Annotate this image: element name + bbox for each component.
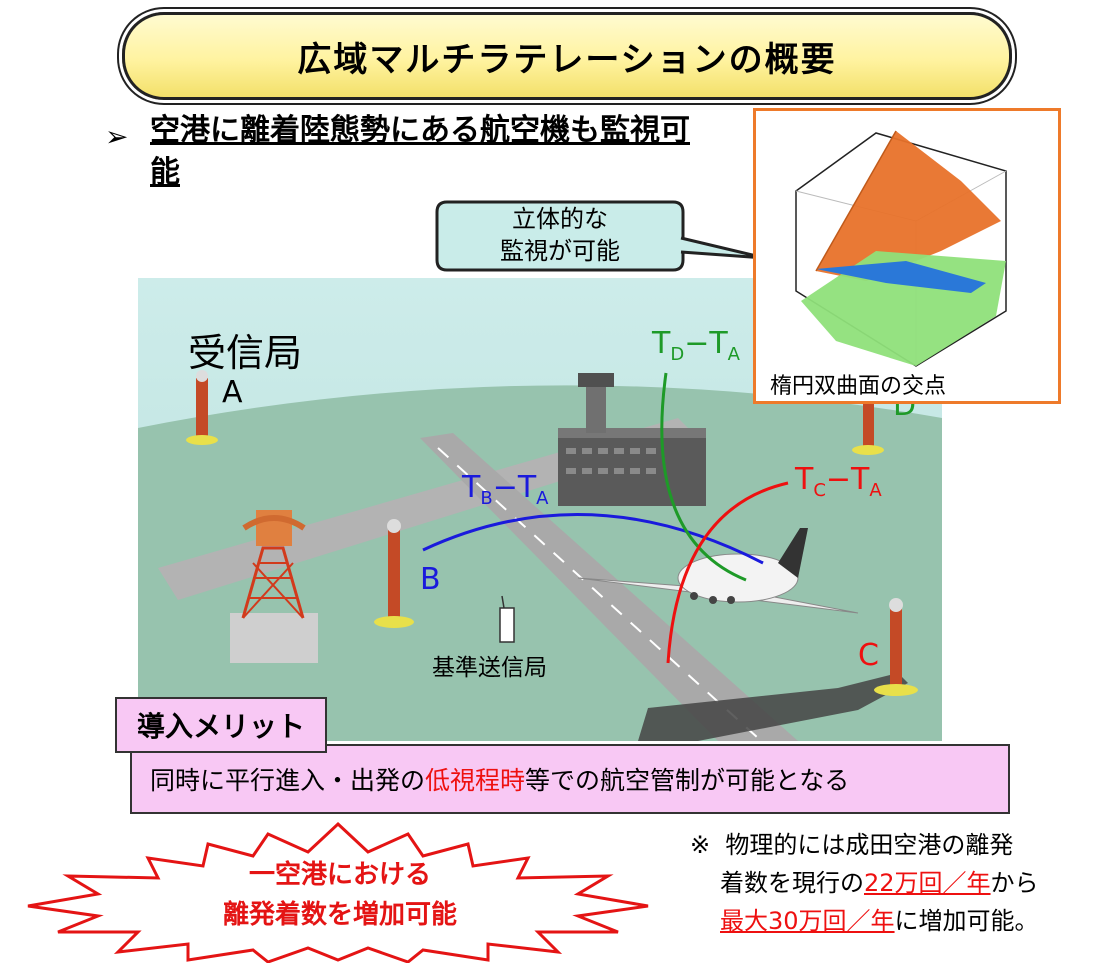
callout-text: 立体的な監視が可能 bbox=[500, 205, 620, 265]
receiver-tower-a bbox=[186, 370, 218, 445]
heading: 空港に離着陸態勢にある航空機も監視可能 bbox=[150, 113, 690, 190]
td-ta-label: TD−TA bbox=[652, 326, 740, 365]
tc-ta-label: TC−TA bbox=[795, 462, 882, 501]
plot-caption: 楕円双曲面の交点 bbox=[770, 374, 947, 399]
burst-text: 一空港における離発着数を増加可能 bbox=[222, 860, 457, 930]
tb-ta-label: TB−TA bbox=[462, 470, 549, 509]
merit-text-pre: 同時に平行進入・出発の bbox=[150, 766, 426, 795]
radar-tower bbox=[230, 510, 318, 663]
receiver-tower-b bbox=[374, 519, 414, 628]
tb-ta-curve bbox=[422, 513, 764, 565]
merit-tag: 導入メリット bbox=[115, 697, 327, 753]
merit-box: 同時に平行進入・出発の低視程時等での航空管制が可能となる bbox=[130, 744, 1010, 814]
surface-plot-inset bbox=[753, 108, 1061, 404]
merit-text-post: 等での航空管制が可能となる bbox=[525, 766, 850, 795]
merit-highlight: 低視程時 bbox=[425, 766, 526, 795]
receiver-tower-c bbox=[874, 598, 918, 696]
page-title: 広域マルチラテレーションの概要 bbox=[297, 39, 837, 80]
bullet-icon: ➢ bbox=[105, 120, 129, 153]
callout-bubble bbox=[435, 200, 766, 272]
reference-station-label: 基準送信局 bbox=[432, 655, 547, 681]
title-banner: 広域マルチラテレーションの概要 bbox=[122, 12, 1012, 100]
ground bbox=[138, 385, 942, 741]
station-b-label: B bbox=[420, 562, 441, 597]
starburst bbox=[27, 821, 649, 963]
station-a-label: A bbox=[222, 375, 243, 410]
td-ta-curve bbox=[660, 372, 747, 582]
terminal-building bbox=[558, 373, 706, 506]
receiver-tower-d bbox=[852, 393, 884, 455]
surface-plot-graphic bbox=[795, 130, 1007, 367]
reference-transmitter-icon bbox=[499, 595, 515, 643]
receiver-station-label: 受信局 bbox=[188, 331, 303, 375]
note: ※ 物理的には成田空港の離発 着数を現行の22万回／年から 最大30万回／年に増… bbox=[690, 831, 1039, 935]
note-mark: ※ bbox=[690, 831, 711, 859]
tc-ta-curve bbox=[666, 481, 789, 664]
runway bbox=[420, 433, 798, 741]
station-c-label: C bbox=[858, 638, 879, 673]
